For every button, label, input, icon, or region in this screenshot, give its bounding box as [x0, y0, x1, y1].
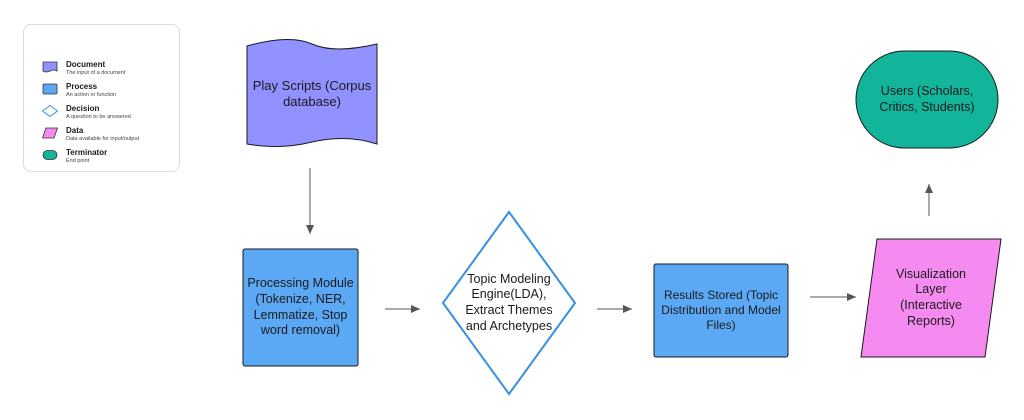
legend-desc: An action or function — [66, 92, 117, 98]
legend-desc: Data available for input/output — [66, 136, 140, 142]
decision-icon — [42, 105, 58, 117]
process-shape-results — [653, 263, 789, 358]
node-label-visualization: Visualization Layer (Interactive Reports… — [896, 266, 966, 328]
terminator-icon — [42, 150, 58, 160]
legend-desc: The input of a document — [66, 70, 126, 76]
legend-desc: A question to be answered — [66, 114, 131, 120]
legend-item-document: Document The input of a document — [42, 60, 177, 82]
legend-desc: End point — [66, 158, 90, 164]
legend-item-process: Process An action or function — [42, 82, 177, 104]
legend-title: Terminator — [66, 148, 108, 157]
node-label-users: Users (Scholars, Critics, Students) — [879, 84, 975, 114]
legend-title: Decision — [66, 104, 100, 113]
legend-item-terminator: Terminator End point — [42, 148, 177, 170]
node-label-play-scripts: Play Scripts (Corpus database) — [252, 77, 372, 109]
legend-title: Process — [66, 82, 98, 91]
legend-panel: Document The input of a document Process… — [23, 24, 180, 172]
decision-shape-topic-modeling — [441, 210, 577, 396]
legend-item-data: Data Data available for input/output — [42, 126, 177, 148]
node-label-processing: Processing Module (Tokenize, NER, Lemmat… — [247, 276, 354, 338]
data-shape-visualization — [860, 238, 1002, 358]
node-label-topic-modeling: Topic Modeling Engine(LDA), Extract Them… — [465, 271, 553, 333]
process-shape-processing — [242, 248, 359, 367]
legend-title: Document — [66, 60, 106, 69]
legend-title: Data — [66, 126, 84, 135]
terminator-shape-users — [855, 50, 999, 149]
legend-item-decision: Decision A question to be answered — [42, 104, 177, 126]
document-shape-play-scripts — [246, 38, 378, 148]
data-icon — [42, 127, 58, 139]
document-icon — [42, 61, 58, 73]
node-label-results: Results Stored (Topic Distribution and M… — [661, 288, 781, 332]
process-icon — [42, 83, 58, 95]
